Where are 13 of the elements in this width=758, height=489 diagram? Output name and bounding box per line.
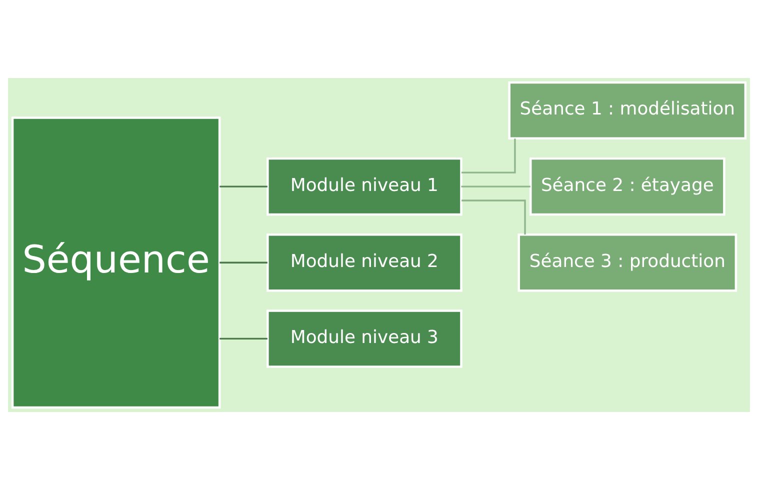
connector [220, 185, 268, 187]
connector [220, 261, 268, 263]
connector [461, 185, 530, 187]
node-box: Module niveau 2 [266, 233, 462, 292]
node-box: Séance 3 : production [518, 233, 738, 292]
connector [220, 337, 268, 340]
connector [461, 138, 516, 173]
node-box: Séance 2 : étayage [530, 156, 726, 216]
node-box: Module niveau 3 [266, 309, 462, 368]
connector [462, 199, 526, 234]
node-box: Module niveau 1 [266, 156, 462, 216]
node-box: Séquence [11, 116, 221, 408]
node-box: Séance 1 : modélisation [508, 80, 747, 140]
